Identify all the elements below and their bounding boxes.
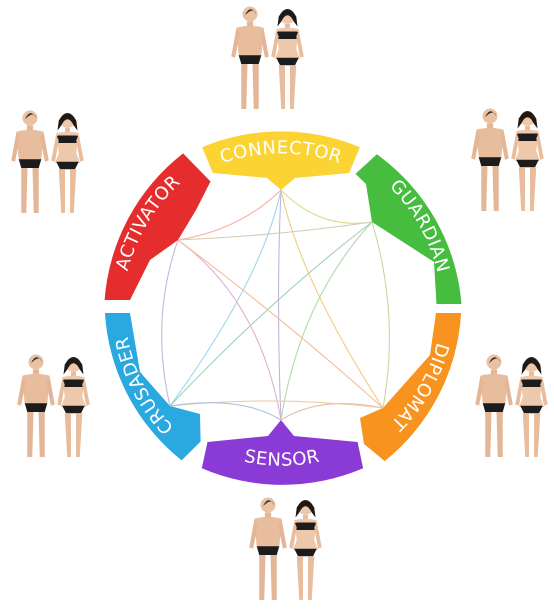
segment-guardian bbox=[356, 154, 462, 304]
connection-line bbox=[170, 401, 383, 408]
connection-line bbox=[281, 222, 372, 420]
label-crusader: CRUSADER bbox=[112, 335, 178, 438]
figure-pair-activator-icon bbox=[11, 111, 84, 214]
connection-line bbox=[279, 190, 282, 420]
segment-diplomat bbox=[360, 313, 461, 461]
figure-pair-connector-icon bbox=[231, 7, 304, 110]
figure-pair-diplomat-icon bbox=[475, 355, 548, 458]
figure-pair-crusader-icon bbox=[17, 355, 90, 458]
connection-lines bbox=[162, 190, 390, 420]
connection-line bbox=[178, 240, 281, 420]
connection-line bbox=[281, 190, 372, 223]
figure-pair-sensor-icon bbox=[249, 498, 322, 601]
connection-line bbox=[162, 240, 178, 406]
segment-activator bbox=[105, 153, 211, 300]
figure-pair-guardian-icon bbox=[471, 109, 544, 212]
segment-crusader bbox=[105, 313, 201, 460]
connection-line bbox=[178, 222, 372, 240]
connection-line bbox=[178, 240, 383, 408]
figure-pairs bbox=[11, 7, 548, 601]
connection-line bbox=[372, 222, 389, 408]
